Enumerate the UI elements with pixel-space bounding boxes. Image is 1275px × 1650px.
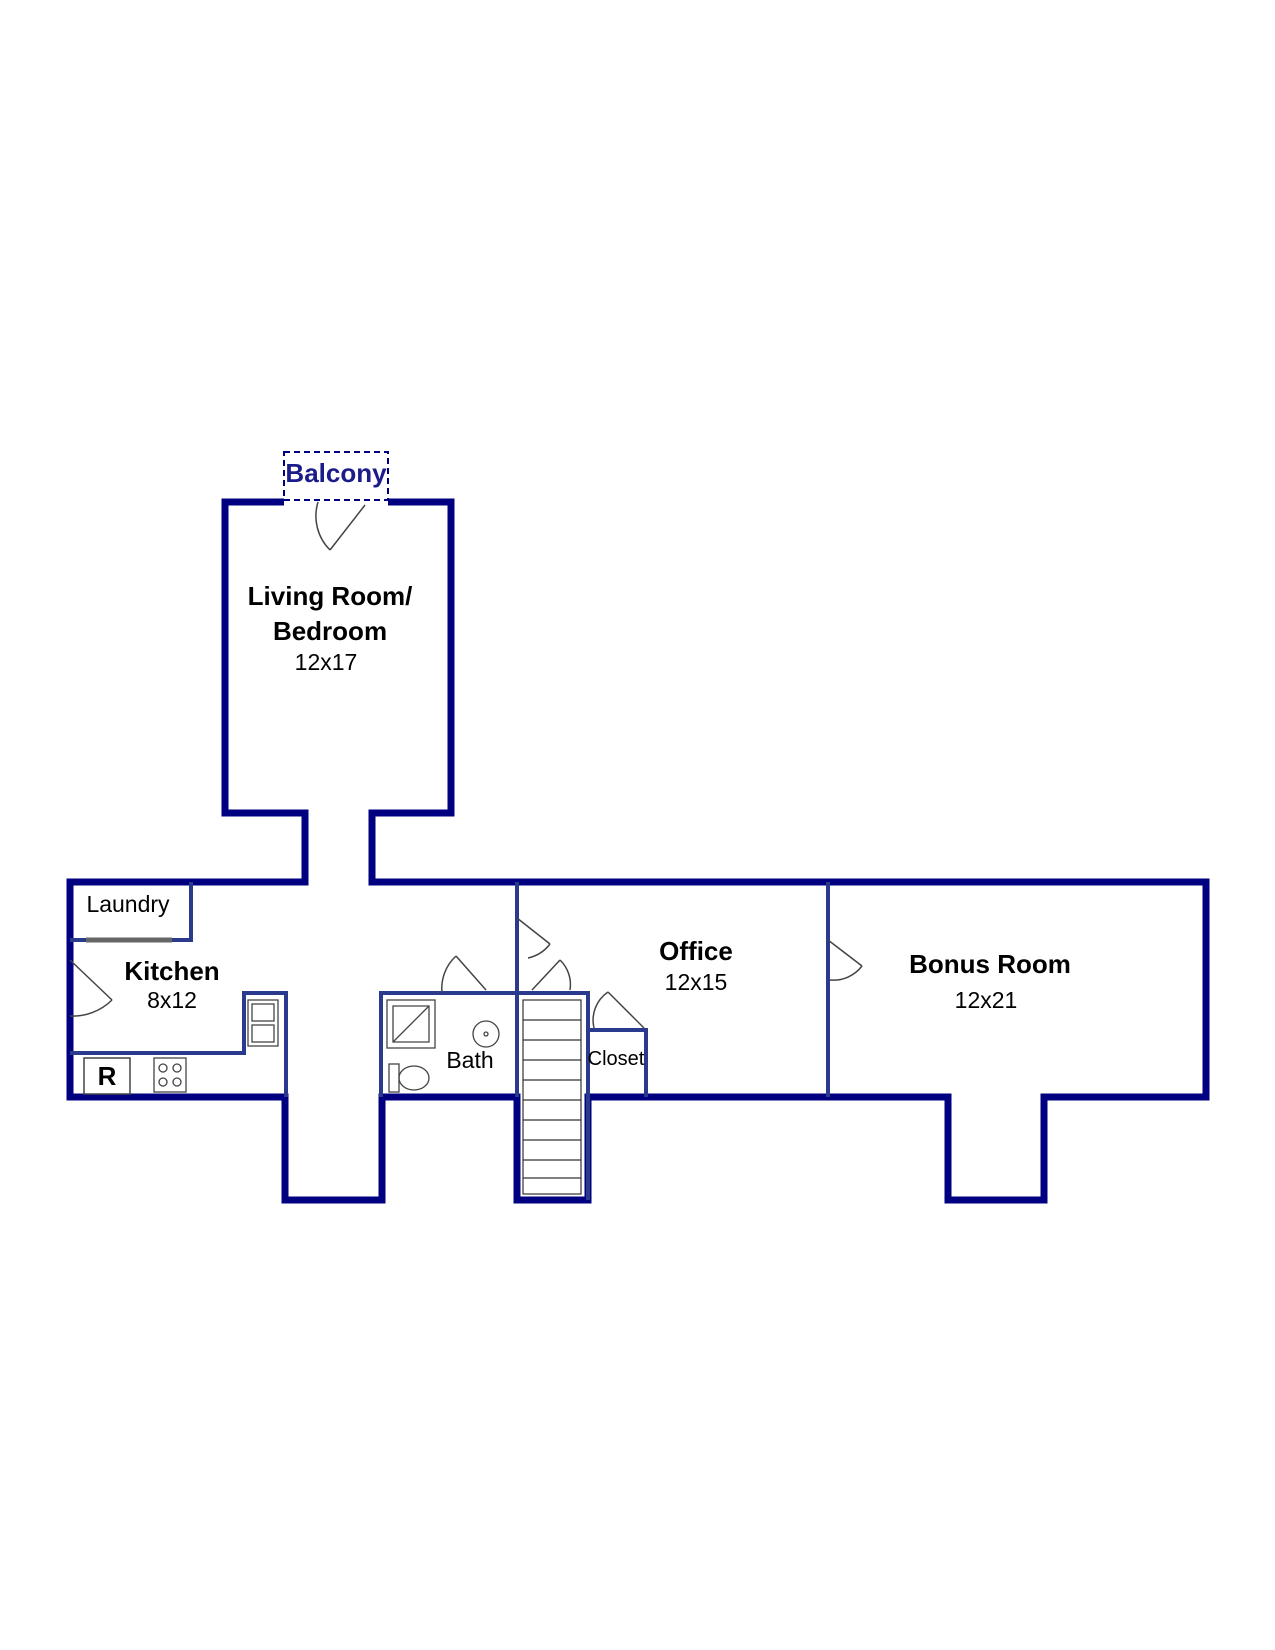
kitchen-sink-icon — [247, 999, 279, 1047]
refrigerator-label: R — [98, 1061, 117, 1091]
living-room-label-line1: Living Room/ — [248, 581, 413, 611]
toilet-icon — [388, 1063, 400, 1093]
office-dims: 12x15 — [665, 969, 728, 995]
living-room-dims: 12x17 — [295, 649, 358, 675]
office-label: Office — [659, 936, 733, 966]
kitchen-fixtures — [83, 999, 279, 1095]
laundry-label: Laundry — [86, 891, 170, 917]
balcony-label: Balcony — [285, 458, 387, 488]
stove-icon — [153, 1057, 187, 1093]
bath-fixtures — [386, 999, 500, 1093]
bath-label: Bath — [446, 1047, 493, 1073]
kitchen-dims: 8x12 — [147, 987, 197, 1013]
shower-icon — [386, 999, 436, 1049]
bath-sink-icon — [472, 1020, 500, 1048]
stairs — [522, 999, 582, 1195]
interior-walls — [70, 882, 830, 1200]
exterior-walls — [66, 498, 1210, 1204]
bonus-room-dims: 12x21 — [955, 987, 1018, 1013]
kitchen-label: Kitchen — [124, 956, 219, 986]
closet-label: Closet — [588, 1048, 645, 1070]
doors — [69, 501, 863, 1029]
refrigerator-icon — [83, 1057, 131, 1095]
balcony-outline — [283, 451, 389, 501]
living-room-label-line2: Bedroom — [273, 616, 387, 646]
bonus-room-label: Bonus Room — [909, 949, 1071, 979]
